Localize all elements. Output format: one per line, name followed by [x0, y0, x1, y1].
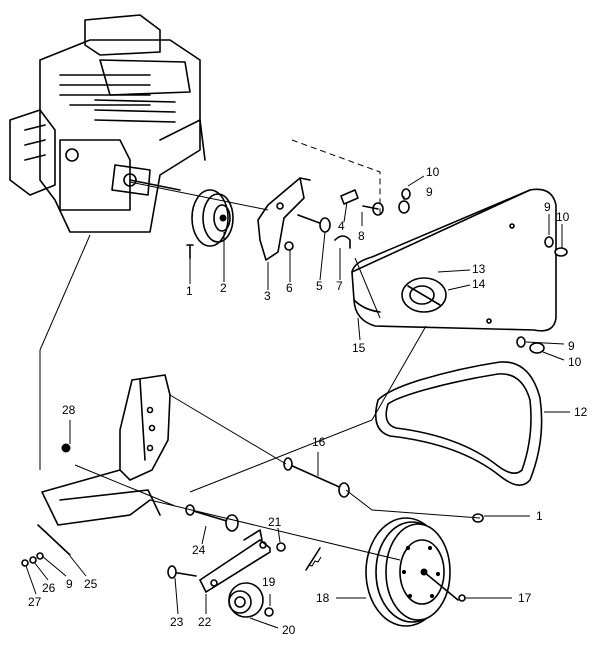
engine-pulley	[191, 189, 234, 247]
callout-8: 8	[358, 229, 365, 243]
callout-9-lower: 9	[568, 339, 575, 353]
callout-7: 7	[336, 279, 343, 293]
callout-leaders	[25, 175, 570, 629]
callout-2: 2	[220, 281, 227, 295]
drive-belt	[374, 361, 543, 486]
hardware-group-right	[398, 188, 568, 354]
callout-23: 23	[170, 615, 184, 629]
callout-21: 21	[268, 515, 282, 529]
assembly-lines	[39, 181, 481, 561]
belt-guard-bracket	[257, 177, 311, 261]
callout-17: 17	[518, 591, 532, 605]
callout-26: 26	[42, 581, 56, 595]
callout-13: 13	[472, 262, 486, 276]
callout-6: 6	[286, 281, 293, 295]
callout-24: 24	[192, 543, 206, 557]
callout-9-top: 9	[426, 185, 433, 199]
callout-25: 25	[84, 577, 98, 591]
callout-28: 28	[62, 403, 76, 417]
bolt-1-top	[186, 244, 194, 259]
engine	[9, 14, 206, 233]
callout-1-lower: 1	[536, 509, 543, 523]
callout-4: 4	[338, 219, 345, 233]
callout-19: 19	[262, 575, 276, 589]
belt-guard	[351, 188, 557, 332]
hardware-group-top	[284, 189, 384, 251]
callout-15: 15	[352, 341, 366, 355]
callout-22: 22	[198, 615, 212, 629]
callout-9-left: 9	[66, 577, 73, 591]
callout-20: 20	[282, 623, 296, 637]
callout-3: 3	[264, 289, 271, 303]
callout-18: 18	[316, 591, 330, 605]
tine-pulley	[365, 513, 484, 627]
callout-12: 12	[574, 405, 588, 419]
callout-1-top: 1	[186, 284, 193, 298]
idler-assembly	[167, 504, 322, 618]
leader-dash-bracket	[291, 139, 381, 215]
callout-14: 14	[472, 277, 486, 291]
rod	[283, 457, 350, 498]
callout-16: 16	[312, 435, 326, 449]
callout-labels: 1 2 3 6 5 4 8 7 10 9 9 10 13 14 15 9 10 …	[28, 165, 588, 637]
callout-9-right: 9	[544, 200, 551, 214]
mounting-plate	[21, 374, 171, 567]
callout-27: 27	[28, 595, 42, 609]
callout-5: 5	[316, 279, 323, 293]
callout-10-top: 10	[426, 165, 440, 179]
callout-10-right: 10	[556, 210, 570, 224]
callout-10-lower: 10	[568, 355, 582, 369]
